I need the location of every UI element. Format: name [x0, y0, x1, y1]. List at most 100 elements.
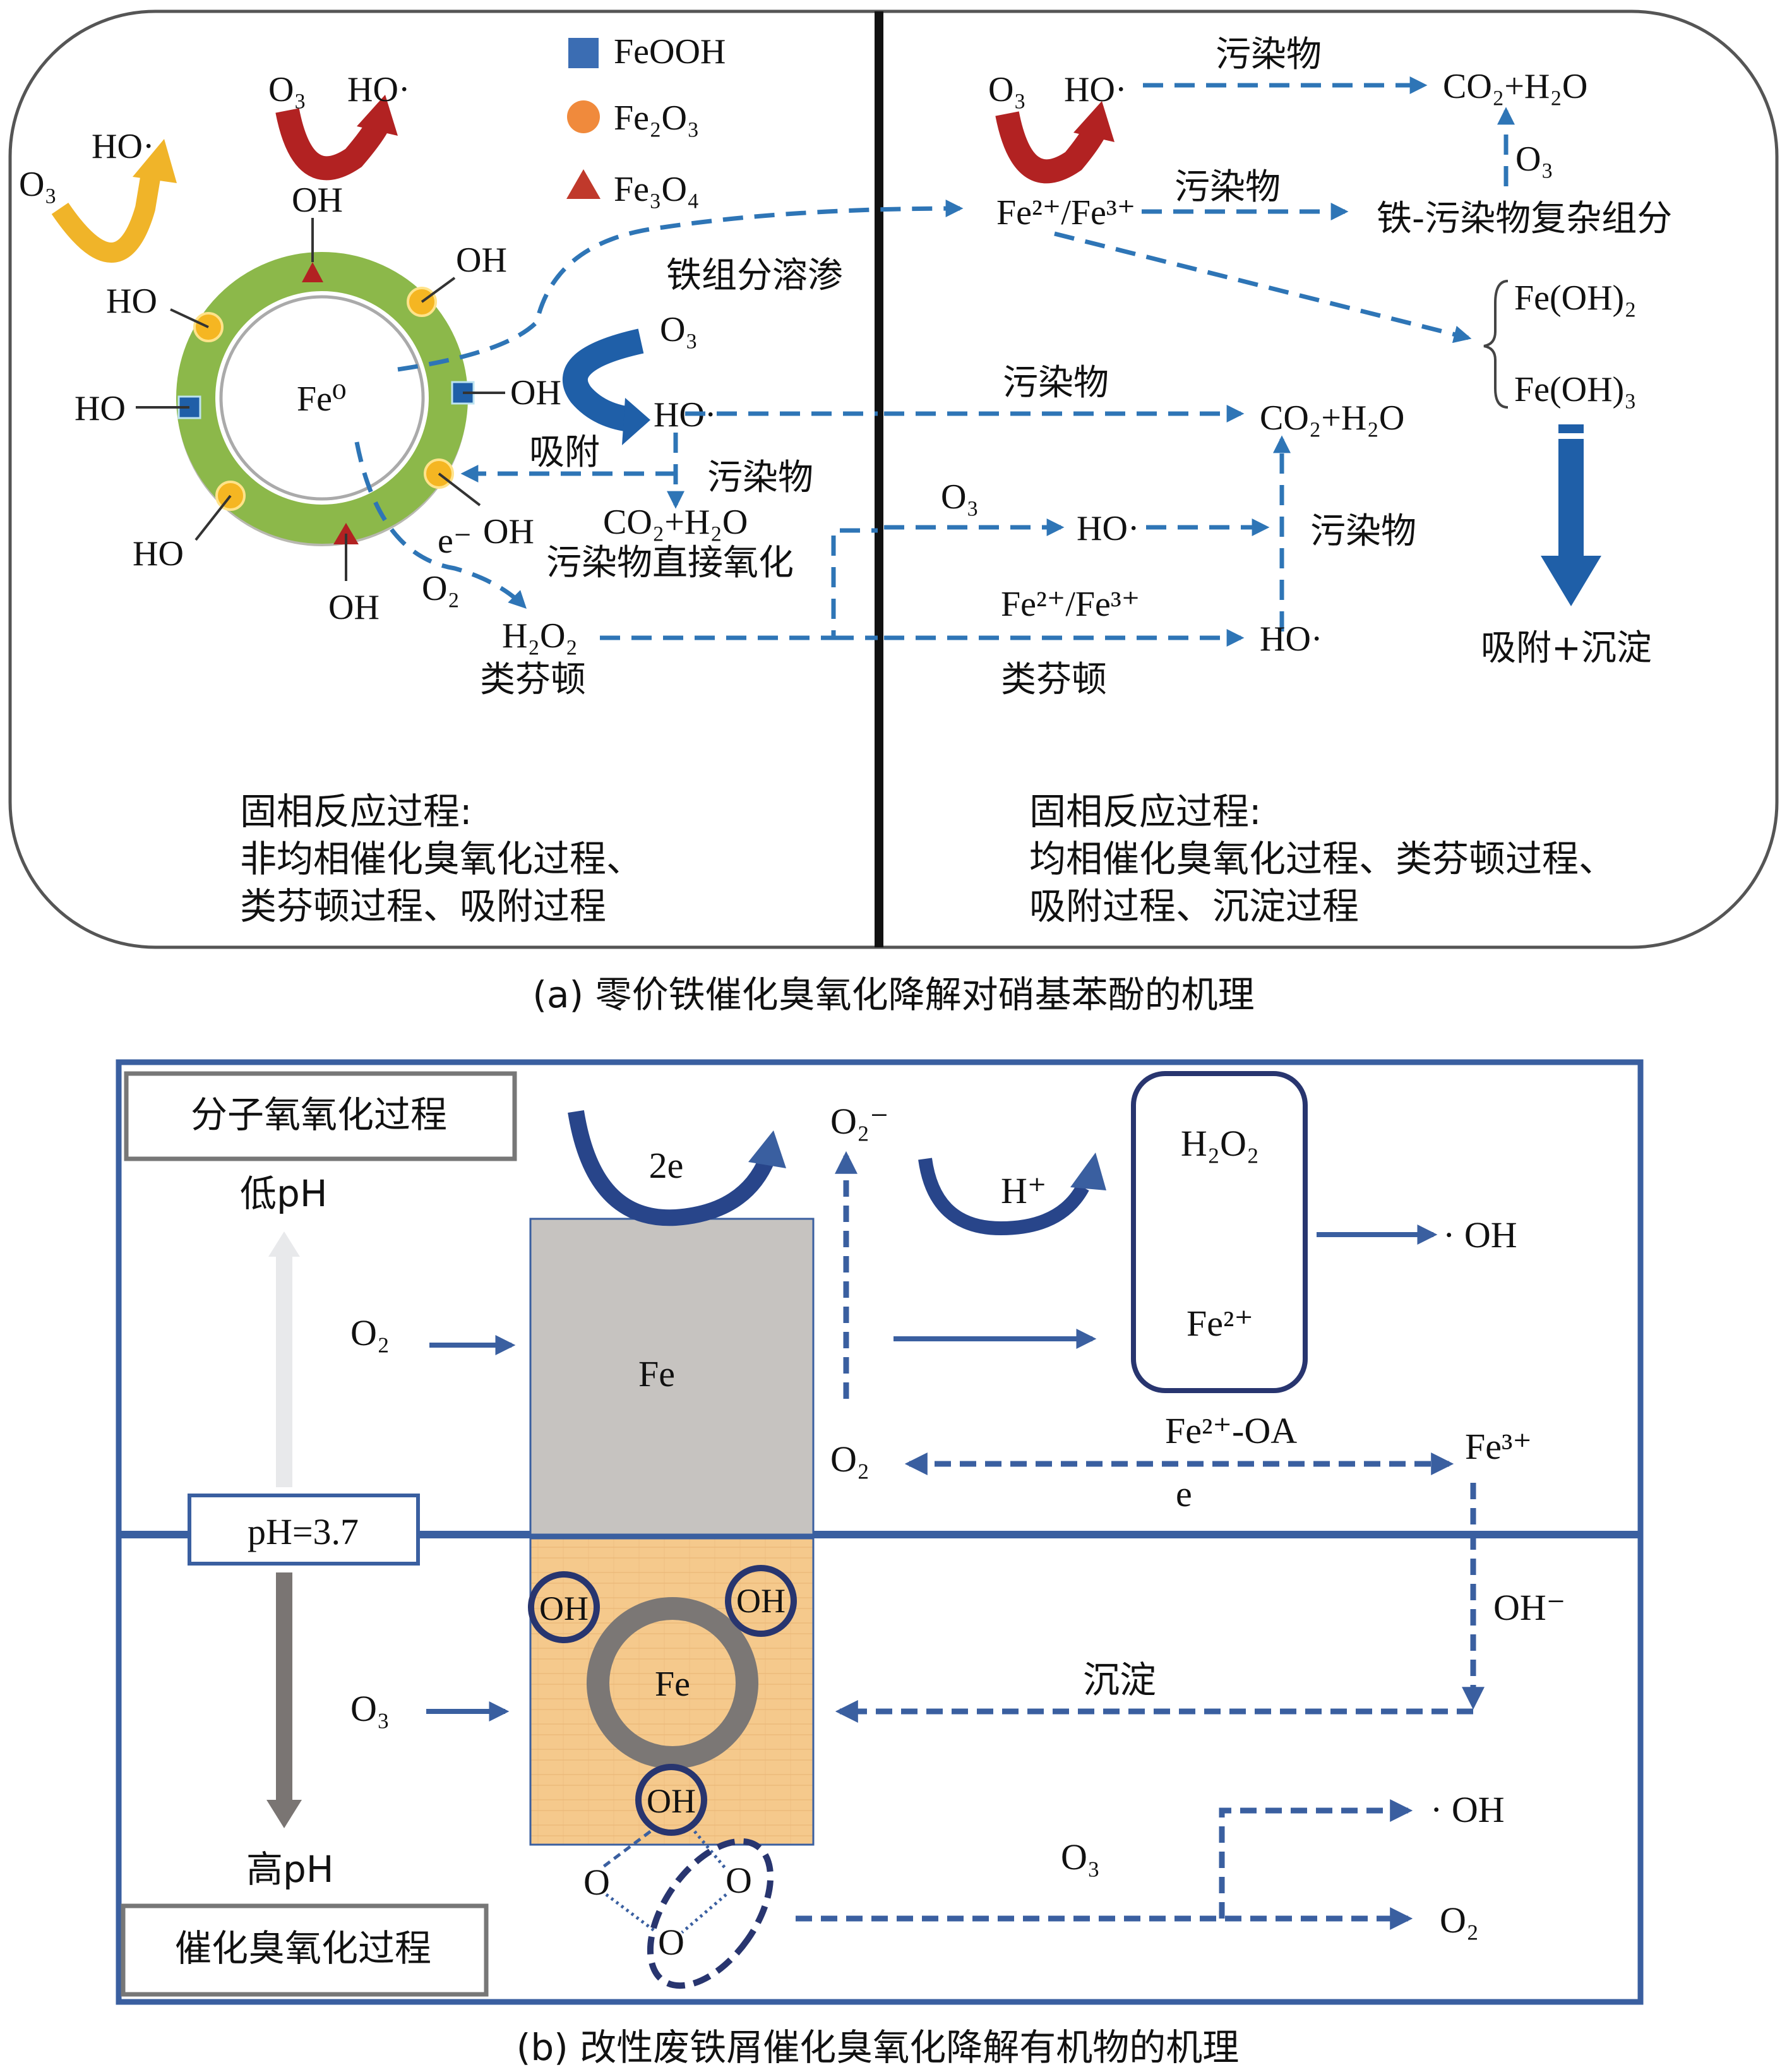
ph-threshold-box — [188, 1494, 420, 1566]
oh-group-label: OH — [647, 1782, 696, 1820]
left-process-title: 固相反应过程: — [240, 790, 472, 833]
red-arrow-icon — [995, 111, 1106, 184]
right-pollutant-2: 污染物 — [1174, 167, 1281, 208]
red-arrow-right-to: HO· — [1064, 70, 1127, 109]
o3-in-label: O₃ — [350, 1688, 390, 1729]
h-plus-arrow-icon — [918, 1158, 1089, 1236]
o3-bond-line — [599, 1830, 652, 1871]
h2o2-flow-left — [600, 528, 878, 640]
h2o2-label: H₂O₂ — [1181, 1123, 1259, 1164]
oh-radical-1: · OH — [1443, 1214, 1517, 1255]
fe-block-label: Fe — [638, 1353, 675, 1394]
surface-label-left-upper: HO — [106, 282, 157, 321]
right-adsorb-precip: 吸附+沉淀 — [1481, 628, 1652, 669]
hydroxide-brace — [1483, 280, 1509, 409]
blue-arrow-to: HO· — [654, 395, 717, 434]
legend-label-fe3o4: Fe₃O₄ — [614, 170, 700, 209]
two-electron-arrowhead-icon — [748, 1130, 786, 1168]
hydroxide-1: Fe(OH)₂ — [1514, 278, 1637, 318]
fe-core-label: Fe — [655, 1665, 690, 1704]
red-ozone-arrow-left: O₃ HO· — [268, 70, 410, 181]
blue-arrow-from: O₃ — [660, 310, 698, 349]
blue-arrow-icon — [562, 328, 644, 433]
fe0-particle: Fe⁰ OH OH OH OH OH HO HO — [75, 181, 561, 627]
h-plus-arrowhead-icon — [1070, 1153, 1106, 1190]
oh-radical-2: · OH — [1430, 1789, 1505, 1830]
legend-circle-icon — [567, 100, 600, 133]
products-label: CO₂+H₂O — [603, 503, 748, 542]
o2-label: O₂ — [422, 569, 460, 608]
right-complex: 铁-污染物复杂组分 — [1377, 198, 1672, 239]
oh-group-circle — [528, 1571, 600, 1643]
low-ph-arrow-shaft-icon — [276, 1250, 292, 1487]
panel-a-frame — [8, 9, 1779, 949]
fe0-core — [219, 295, 425, 501]
low-ph-arrowhead-icon — [268, 1231, 300, 1257]
high-ph-label: 高pH — [246, 1848, 333, 1891]
right-o3-label: O₃ — [941, 477, 979, 517]
right-process-line-2: 吸附过程、沉淀过程 — [1029, 885, 1359, 928]
surface-label-bottom: OH — [328, 588, 380, 627]
fe3-label: Fe³⁺ — [1465, 1426, 1532, 1467]
panel-b: 分子氧氧化过程 催化臭氧化过程 低pH pH=3.7 高pH O₂ O₃ Fe … — [116, 1059, 1644, 2005]
right-o3-up: O₃ — [1515, 140, 1553, 179]
fe0-label: Fe⁰ — [297, 380, 346, 419]
ions-to-hydroxide-flow — [1054, 231, 1472, 344]
precip-arrow-dash-icon — [1558, 424, 1584, 433]
oh-group-label: OH — [539, 1590, 589, 1627]
red-arrowhead-icon — [1073, 101, 1115, 142]
legend: FeOOH Fe₂O₃ Fe₃O₄ — [566, 32, 726, 209]
electron-label: e⁻ — [438, 522, 472, 561]
red-arrow-from: O₃ — [268, 70, 306, 109]
ph-threshold-label: pH=3.7 — [248, 1511, 359, 1552]
h-plus-label: H⁺ — [1001, 1170, 1047, 1211]
fe2-label: Fe²⁺ — [1186, 1303, 1253, 1344]
blue-ozone-arrow: O₃ HO· — [562, 310, 717, 445]
right-fenton-label: 类芬顿 — [1001, 659, 1107, 700]
o3-label: O₃ — [1061, 1836, 1100, 1877]
red-arrow-right-from: O₃ — [988, 70, 1026, 109]
bottom-process-label: 催化臭氧化过程 — [175, 1927, 431, 1970]
right-process-line-1: 均相催化臭氧化过程、类芬顿过程、 — [1029, 837, 1615, 880]
oh-group-circle — [725, 1565, 797, 1637]
oh-minus-label: OH⁻ — [1493, 1587, 1565, 1628]
right-pollutant-4: 污染物 — [1310, 511, 1416, 552]
adsorption-label: 吸附 — [529, 432, 600, 473]
legend-square-icon — [568, 38, 599, 68]
right-ions: Fe²⁺/Fe³⁺ — [996, 193, 1135, 232]
dissolution-label: 铁组分溶渗 — [666, 255, 843, 296]
left-process-line-1: 非均相催化臭氧化过程、 — [240, 837, 643, 880]
fe-core-ring — [587, 1597, 758, 1769]
high-ph-arrowhead-icon — [266, 1800, 302, 1828]
fenton-box — [1131, 1071, 1308, 1393]
ozone-atom: O — [583, 1862, 610, 1903]
legend-triangle-icon — [566, 169, 601, 199]
left-process-line-2: 类芬顿过程、吸附过程 — [240, 885, 606, 928]
top-process-label: 分子氧氧化过程 — [191, 1093, 447, 1136]
o2-in-label: O₂ — [350, 1312, 390, 1353]
o2-out-label: O₂ — [1440, 1900, 1479, 1941]
precip-label: 沉淀 — [1083, 1658, 1156, 1701]
electron-flow — [354, 441, 527, 609]
surface-label-right: OH — [510, 373, 561, 412]
high-ph-arrow-shaft-icon — [276, 1572, 292, 1806]
red-arrow-to: HO· — [347, 70, 410, 109]
fe-block-top — [529, 1218, 815, 1536]
right-process-title: 固相反应过程: — [1029, 790, 1262, 833]
two-e-label: 2e — [649, 1145, 684, 1186]
o3-bond-line — [605, 1893, 727, 1934]
ozone-atom: O — [658, 1922, 684, 1963]
o3-ellipse — [647, 1838, 774, 1989]
right-pollutant-3: 污染物 — [1003, 362, 1109, 404]
surface-label-top-right: OH — [456, 241, 507, 280]
precip-arrowhead-icon — [1541, 556, 1601, 606]
red-arrow-icon — [275, 108, 390, 181]
surface-label-top: OH — [292, 181, 343, 220]
surface-label-left-lower: HO — [133, 534, 184, 573]
yellow-arrowhead-icon — [133, 139, 177, 183]
red-ozone-arrow-right: O₃ HO· — [988, 70, 1127, 184]
oh-group-circle — [635, 1764, 707, 1836]
right-ions-2: Fe²⁺/Fe³⁺ — [1001, 585, 1140, 624]
bottom-process-box — [121, 1903, 489, 1997]
